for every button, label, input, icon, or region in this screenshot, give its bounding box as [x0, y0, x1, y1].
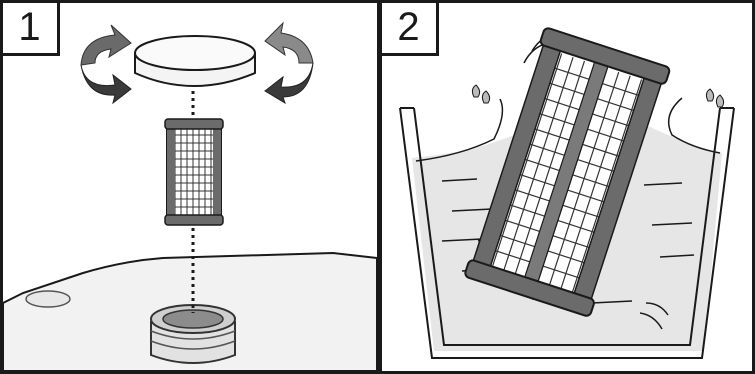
step-2-illustration [382, 3, 752, 371]
filter-cap [135, 36, 255, 86]
rotate-right-arrow-icon [265, 23, 313, 103]
rotate-left-arrow-icon [81, 25, 131, 103]
step-2-number: 2 [381, 2, 439, 56]
filter-housing-neck [151, 305, 235, 363]
step-1-illustration [3, 3, 377, 371]
mesh-filter [165, 119, 223, 225]
step-1-number: 1 [2, 2, 60, 56]
step-1-panel: 1 [0, 0, 380, 374]
step-2-panel: 2 [379, 0, 755, 374]
